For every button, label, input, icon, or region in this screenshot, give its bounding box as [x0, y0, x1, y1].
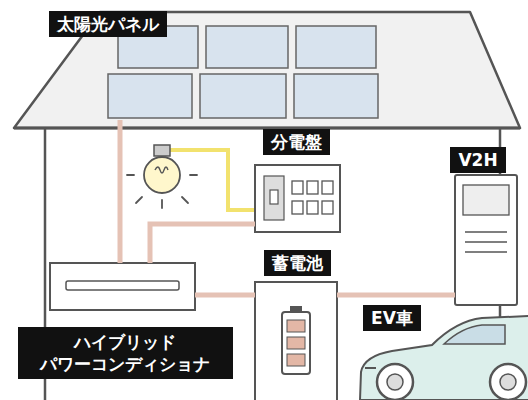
ray — [127, 174, 134, 176]
breaker-switch — [270, 190, 278, 204]
battery-case — [255, 282, 337, 400]
bulb-filament — [155, 167, 168, 173]
breaker — [292, 181, 303, 194]
board-case — [255, 165, 340, 232]
conditioner-slot — [66, 281, 179, 290]
slot — [465, 231, 507, 233]
battery-bar — [287, 354, 305, 366]
breaker — [307, 201, 318, 214]
battery-icon — [282, 312, 310, 374]
power-wire — [337, 293, 455, 298]
car-wheel — [377, 364, 413, 400]
label-tag: 蓄電池 — [264, 250, 331, 276]
solar-panel — [294, 74, 378, 118]
ray — [136, 197, 142, 203]
v2h-node: V2H — [455, 175, 517, 305]
ev-car-node: EV車 — [360, 318, 528, 400]
label-tag: ハイブリッド パワーコンディショナ — [18, 327, 233, 379]
breaker — [322, 181, 333, 194]
slot — [465, 241, 507, 243]
solar-panels — [108, 26, 378, 118]
label-tag: 太陽光パネル — [49, 11, 167, 37]
storage-battery — [255, 282, 337, 400]
bulb-rays — [127, 175, 197, 208]
v2h-slots — [465, 232, 507, 252]
ray — [190, 174, 197, 176]
power-wire — [150, 224, 255, 263]
distribution-board-node: 分電盤 — [255, 165, 340, 232]
slot — [465, 251, 507, 253]
ray — [161, 200, 163, 208]
car-window — [444, 325, 505, 344]
v2h-unit — [455, 175, 517, 305]
main-breaker — [264, 176, 284, 220]
breaker — [307, 181, 318, 194]
car-wheel — [490, 364, 526, 400]
battery-bar — [287, 320, 305, 332]
ray — [182, 197, 188, 203]
breaker — [292, 201, 303, 214]
v2h-case — [455, 175, 517, 305]
breaker — [322, 201, 333, 214]
solar-panel — [206, 26, 288, 68]
conditioner-case — [50, 263, 195, 310]
car-light — [365, 367, 376, 369]
battery-bar — [287, 337, 305, 349]
bulb-socket — [154, 145, 170, 156]
car-hub — [500, 374, 516, 390]
power-wire — [195, 293, 255, 298]
solar-panel-node: 太陽光パネル — [100, 26, 380, 120]
power-wire — [118, 120, 123, 263]
v2h-panel — [463, 185, 509, 215]
battery-node: 蓄電池 — [255, 282, 337, 400]
label-tag: EV車 — [363, 305, 421, 331]
car-hub — [387, 374, 403, 390]
solar-panel — [200, 74, 286, 118]
distribution-board — [255, 165, 340, 232]
light-bulb — [127, 145, 197, 208]
solar-panel — [296, 26, 376, 68]
label-tag: V2H — [450, 147, 505, 173]
roof — [14, 12, 520, 128]
label-tag: 分電盤 — [263, 129, 330, 155]
power-conditioner-node: ハイブリッド パワーコンディショナ — [50, 263, 195, 310]
lamp-wire — [169, 150, 255, 210]
branch-breakers — [292, 181, 333, 214]
power-conditioner — [50, 263, 195, 310]
bulb-glass — [144, 157, 180, 193]
solar-panel — [108, 74, 192, 118]
